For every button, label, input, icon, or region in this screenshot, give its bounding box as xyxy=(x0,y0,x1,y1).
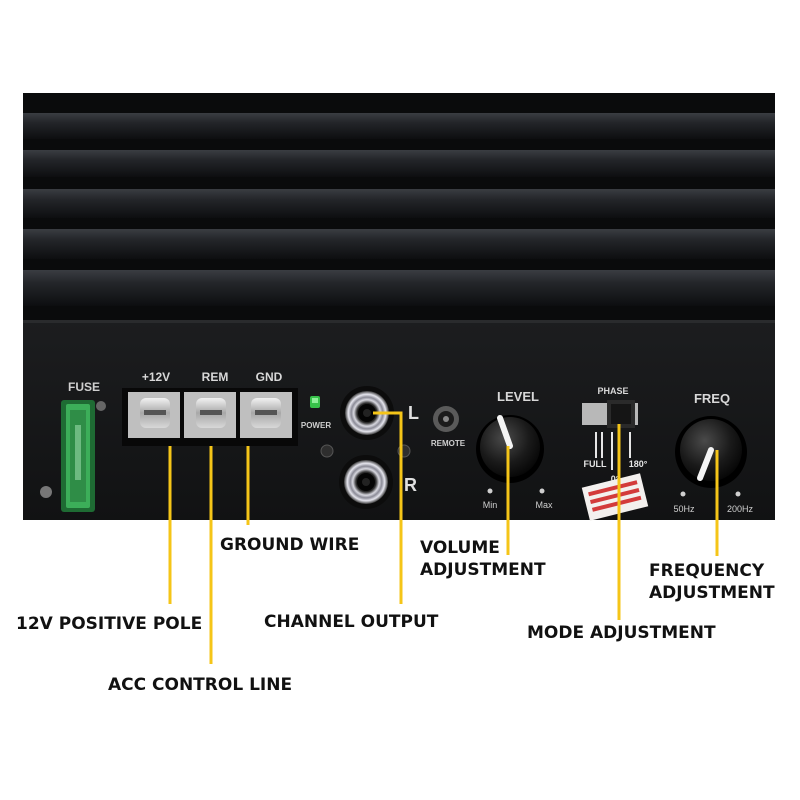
terminal-label-gnd: GND xyxy=(256,370,283,384)
remote-jack: REMOTE xyxy=(431,406,466,448)
callout-volume-line1: VOLUME xyxy=(420,538,500,558)
callout-mode-adjustment: MODE ADJUSTMENT xyxy=(527,622,716,644)
channel-right-label: R xyxy=(404,475,417,495)
level-max-label: Max xyxy=(535,500,553,510)
terminal-label-12v: +12V xyxy=(142,370,170,384)
power-label: POWER xyxy=(301,421,331,430)
callout-ground-wire: GROUND WIRE xyxy=(220,534,359,556)
power-terminal-block: +12V REM GND xyxy=(122,370,298,446)
callout-frequency-adjustment: FREQUENCY ADJUSTMENT xyxy=(649,560,775,604)
power-led: POWER xyxy=(301,396,331,430)
callout-channel-text: CHANNEL OUTPUT xyxy=(264,612,439,632)
callout-frequency-line1: FREQUENCY xyxy=(649,561,765,581)
callout-acc-control-line: ACC CONTROL LINE xyxy=(108,674,292,696)
level-min-label: Min xyxy=(483,500,498,510)
callout-channel-output: CHANNEL OUTPUT xyxy=(264,611,438,633)
leader-line-channel xyxy=(373,411,403,604)
phase-180-label: 180° xyxy=(629,459,648,469)
freq-high-label: 200Hz xyxy=(727,504,754,514)
phase-0-label: 0° xyxy=(611,474,620,484)
callout-ground-wire-text: GROUND WIRE xyxy=(220,535,360,555)
callout-volume-line2: ADJUSTMENT xyxy=(420,560,546,580)
mount-screw xyxy=(40,486,52,498)
phase-switch: PHASE FULL 180° 0° xyxy=(582,386,648,484)
heatsink-fins xyxy=(23,93,775,320)
warranty-sticker xyxy=(581,473,649,521)
phase-full-label: FULL xyxy=(584,459,607,469)
channel-left-label: L xyxy=(408,403,419,423)
remote-label: REMOTE xyxy=(431,439,466,448)
rca-jack-left xyxy=(340,386,394,440)
callout-frequency-line2: ADJUSTMENT xyxy=(649,583,775,603)
level-knob: LEVEL Min Max xyxy=(476,389,553,510)
phase-label: PHASE xyxy=(597,386,628,396)
freq-label: FREQ xyxy=(694,391,730,406)
freq-knob: FREQ 50Hz 200Hz xyxy=(673,391,753,514)
terminal-screw-rem xyxy=(196,398,226,428)
fuse: FUSE xyxy=(40,380,106,512)
leader-lines xyxy=(168,411,719,664)
freq-low-label: 50Hz xyxy=(673,504,695,514)
callout-12v-positive-pole: 12V POSITIVE POLE xyxy=(16,613,202,635)
mount-screw xyxy=(320,444,334,458)
callout-acc-text: ACC CONTROL LINE xyxy=(108,675,293,695)
callout-12v-text: 12V POSITIVE POLE xyxy=(16,614,203,634)
terminal-label-rem: REM xyxy=(202,370,229,384)
terminal-screw-12v xyxy=(140,398,170,428)
rca-jack-right xyxy=(339,455,393,509)
level-label: LEVEL xyxy=(497,389,539,404)
fuse-label: FUSE xyxy=(68,380,100,394)
callout-volume-adjustment: VOLUME ADJUSTMENT xyxy=(420,537,546,581)
terminal-screw-gnd xyxy=(251,398,281,428)
callout-mode-text: MODE ADJUSTMENT xyxy=(527,623,716,643)
